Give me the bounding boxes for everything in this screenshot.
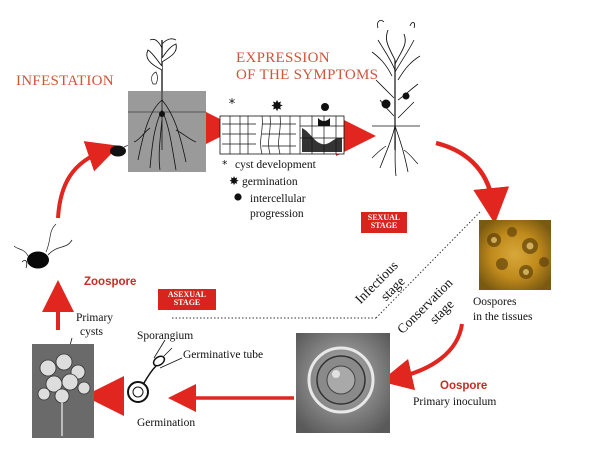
expression-title-line1: EXPRESSION	[236, 50, 330, 67]
arrow-zoospore-to-infestation	[58, 151, 104, 218]
oospores-tissue-line1: Oospores	[473, 296, 516, 309]
svg-text:*: *	[229, 97, 236, 112]
oospore-micrograph	[296, 333, 390, 433]
germinative-tube-label: Germinative tube	[183, 349, 263, 362]
primary-inoculum-label: Primary inoculum	[413, 396, 496, 409]
germination-label: Germination	[137, 417, 195, 430]
zoospore-illustration	[14, 224, 72, 269]
zoospore-label: Zoospore	[84, 276, 136, 289]
expression-title-line2: OF THE SYMPTOMS	[236, 67, 378, 84]
legend-intercellular-line1: intercellular	[250, 193, 306, 206]
oospores-tissue-line2: in the tissues	[473, 311, 532, 324]
sporangium-label: Sporangium	[137, 330, 193, 343]
tissue-progression-strip: * ✸	[220, 97, 344, 154]
legend-cyst-development: cyst development	[235, 159, 316, 172]
svg-text:✸: ✸	[271, 97, 284, 115]
arrow-to-oospores-tissue	[436, 143, 493, 206]
primary-cysts-line1: Primary	[76, 312, 113, 325]
germination-illustration	[128, 348, 172, 402]
primary-cysts-line2: cysts	[80, 326, 103, 339]
oospores-tissue-photo	[479, 220, 551, 290]
asexual-stage-line2: STAGE	[161, 299, 213, 307]
asexual-stage-badge: ASEXUAL STAGE	[158, 289, 216, 310]
sexual-stage-line2: STAGE	[364, 222, 404, 230]
legend-intercellular-line2: progression	[250, 208, 304, 221]
infestation-plant-panel	[128, 39, 206, 172]
infestation-title: INFESTATION	[16, 73, 114, 90]
symptomatic-plant-illustration	[372, 20, 420, 176]
sexual-stage-badge: SEXUAL STAGE	[361, 212, 407, 233]
primary-cysts-micrograph	[32, 344, 94, 438]
oospore-label: Oospore	[440, 380, 487, 393]
legend-germination: germination	[242, 176, 298, 189]
svg-text:✸: ✸	[229, 174, 239, 188]
svg-text:*: *	[222, 158, 228, 171]
